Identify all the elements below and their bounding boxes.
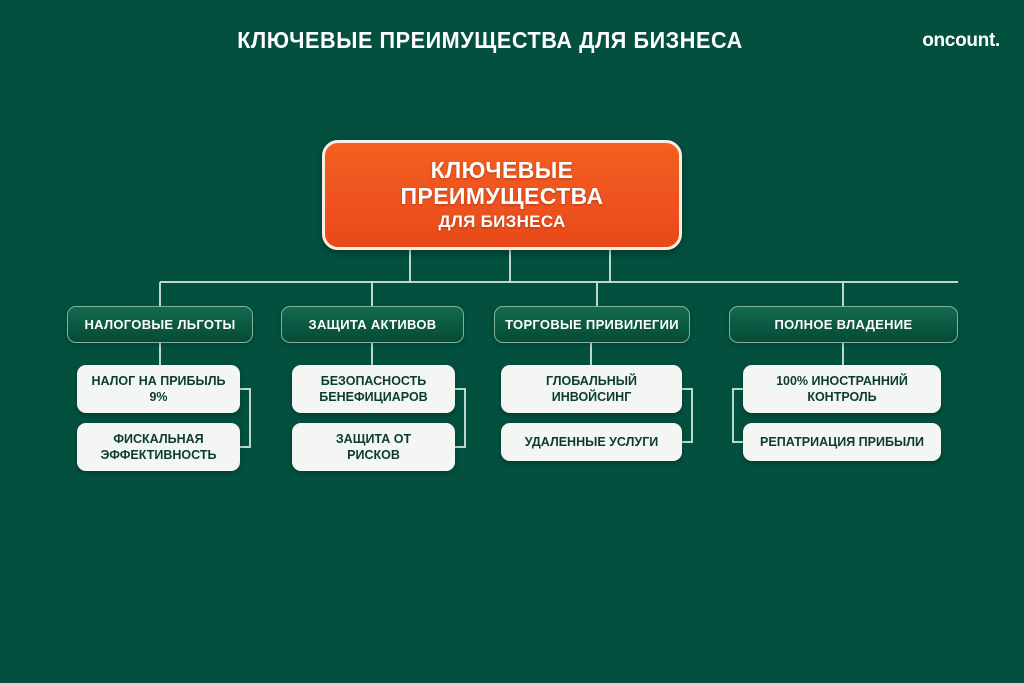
leaf-line-1: ЗАЩИТА ОТ — [335, 432, 412, 446]
leaf-line-1: РЕПАТРИАЦИЯ ПРИБЫЛИ — [760, 435, 924, 449]
leaf-line-2: ИНВОЙСИНГ — [551, 390, 632, 404]
connector-bracket-4 — [732, 388, 743, 443]
leaf-node-profit-repatriation[interactable]: РЕПАТРИАЦИЯ ПРИБЫЛИ — [743, 423, 941, 461]
leaf-node-risk-protection[interactable]: ЗАЩИТА ОТ РИСКОВ — [292, 423, 455, 471]
leaf-node-corporate-tax[interactable]: НАЛОГ НА ПРИБЫЛЬ 9% — [77, 365, 240, 413]
leaf-line-2: РИСКОВ — [347, 448, 400, 462]
leaf-line-1: УДАЛЕННЫЕ УСЛУГИ — [524, 435, 659, 449]
category-node-tax-benefits[interactable]: НАЛОГОВЫЕ ЛЬГОТЫ — [67, 306, 253, 343]
leaf-line-1: НАЛОГ НА ПРИБЫЛЬ — [91, 374, 226, 388]
leaf-node-fiscal-efficiency[interactable]: ФИСКАЛЬНАЯ ЭФФЕКТИВНОСТЬ — [77, 423, 240, 471]
brand-logo: oncount. — [922, 30, 1000, 51]
root-node-line-3: ДЛЯ БИЗНЕСА — [438, 212, 566, 231]
leaf-line-1: ФИСКАЛЬНАЯ — [113, 432, 204, 446]
leaf-line-2: БЕНЕФИЦИАРОВ — [319, 390, 428, 404]
leaf-line-1: БЕЗОПАСНОСТЬ — [320, 374, 427, 388]
root-node-line-1: КЛЮЧЕВЫЕ — [430, 157, 574, 183]
leaf-line-2: ЭФФЕКТИВНОСТЬ — [100, 448, 217, 462]
connector-bracket-3 — [682, 388, 693, 443]
category-node-asset-protection[interactable]: ЗАЩИТА АКТИВОВ — [281, 306, 464, 343]
leaf-line-1: 100% ИНОСТРАННИЙ — [776, 374, 908, 388]
leaf-node-global-invoicing[interactable]: ГЛОБАЛЬНЫЙ ИНВОЙСИНГ — [501, 365, 682, 413]
connector-bracket-2 — [455, 388, 466, 448]
leaf-line-2: КОНТРОЛЬ — [807, 390, 877, 404]
page-title: КЛЮЧЕВЫЕ ПРЕИМУЩЕСТВА ДЛЯ БИЗНЕСА — [237, 27, 743, 53]
leaf-node-remote-services[interactable]: УДАЛЕННЫЕ УСЛУГИ — [501, 423, 682, 461]
category-node-trade-privileges[interactable]: ТОРГОВЫЕ ПРИВИЛЕГИИ — [494, 306, 690, 343]
root-node[interactable]: КЛЮЧЕВЫЕ ПРЕИМУЩЕСТВА ДЛЯ БИЗНЕСА — [322, 140, 682, 250]
leaf-line-1: ГЛОБАЛЬНЫЙ — [546, 374, 637, 388]
leaf-node-foreign-control[interactable]: 100% ИНОСТРАННИЙ КОНТРОЛЬ — [743, 365, 941, 413]
page-header: КЛЮЧЕВЫЕ ПРЕИМУЩЕСТВА ДЛЯ БИЗНЕСА oncoun… — [0, 0, 1024, 78]
connector-bracket-1 — [240, 388, 251, 448]
category-node-full-ownership[interactable]: ПОЛНОЕ ВЛАДЕНИЕ — [729, 306, 958, 343]
root-node-line-2: ПРЕИМУЩЕСТВА — [400, 183, 604, 209]
leaf-node-beneficiary-security[interactable]: БЕЗОПАСНОСТЬ БЕНЕФИЦИАРОВ — [292, 365, 455, 413]
leaf-line-2: 9% — [149, 390, 168, 404]
